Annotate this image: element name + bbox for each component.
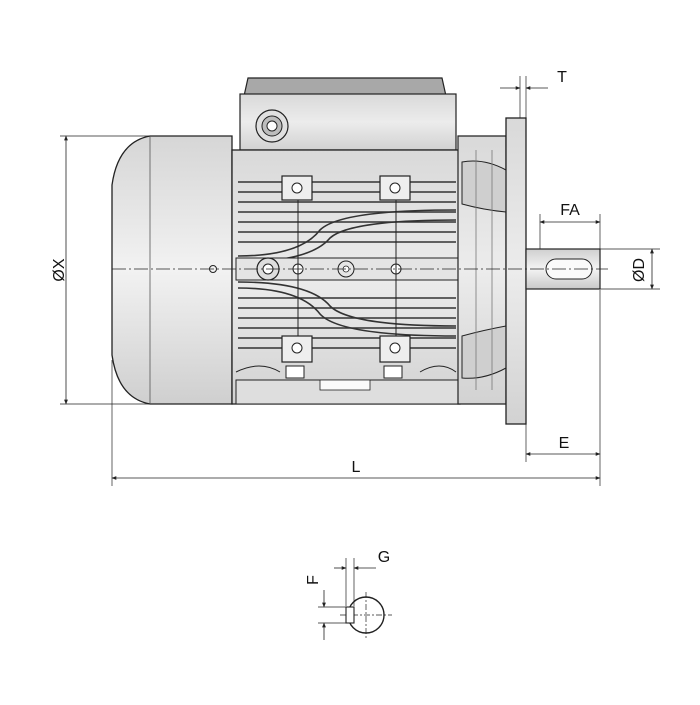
dim-f-label: F xyxy=(305,575,322,585)
motor-frame xyxy=(231,149,461,405)
dim-d: ØD xyxy=(600,248,660,290)
dim-e-label: E xyxy=(559,435,570,452)
fan-cover xyxy=(111,135,233,405)
dim-fa-label: FA xyxy=(560,202,580,219)
dim-x: ØX xyxy=(51,135,150,405)
shaft-section-detail: G F xyxy=(305,549,392,640)
dim-fa: FA xyxy=(539,202,601,249)
dim-t: T xyxy=(500,69,567,118)
flange xyxy=(505,117,527,425)
cooling-fins xyxy=(237,181,457,349)
dim-g-label: G xyxy=(378,549,390,566)
terminal-box xyxy=(239,77,457,151)
dim-l-label: L xyxy=(352,459,361,476)
dim-x-label: ØX xyxy=(51,258,68,281)
dim-d-label: ØD xyxy=(631,258,648,282)
end-shield xyxy=(457,135,507,405)
dim-e: E xyxy=(525,290,601,462)
dim-t-label: T xyxy=(557,69,567,86)
